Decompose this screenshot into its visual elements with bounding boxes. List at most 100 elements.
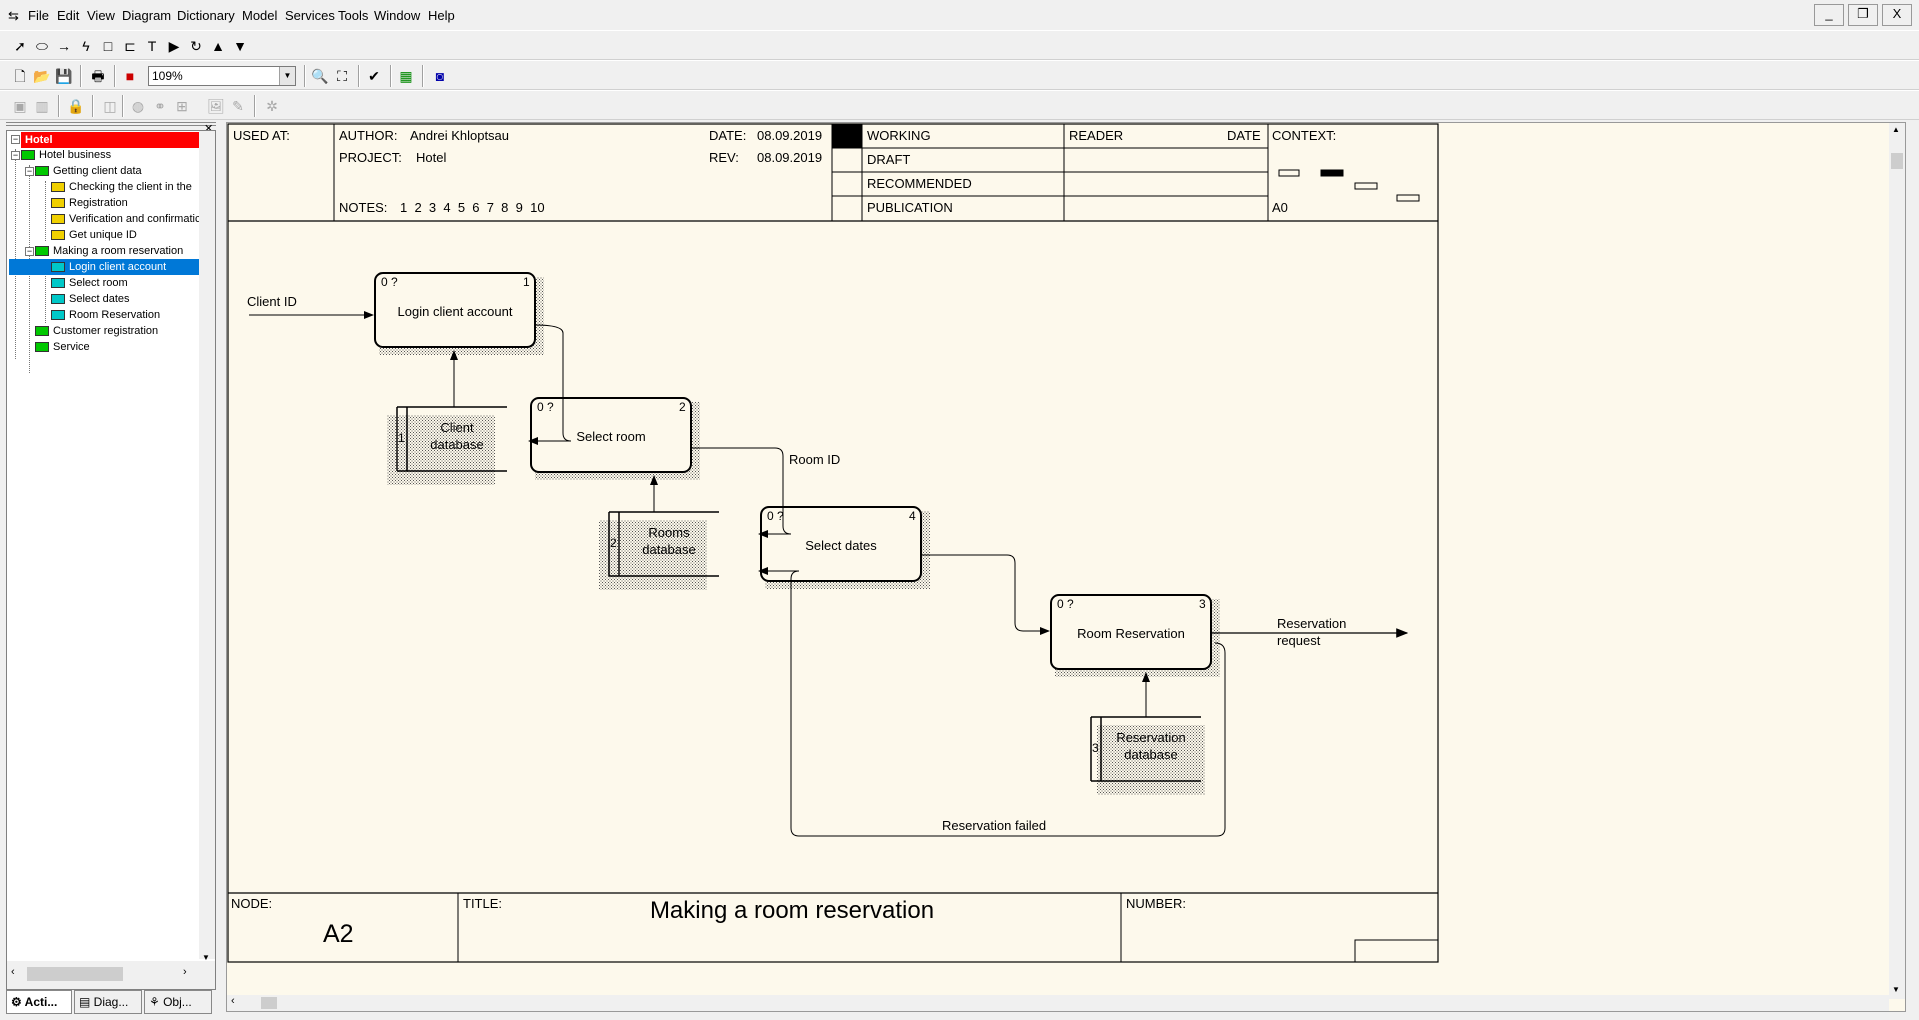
arrow-label-reservation-request-1[interactable]: Reservation	[1277, 616, 1347, 631]
report-icon[interactable]: ◫	[103, 98, 117, 114]
tree-item[interactable]: Select dates	[51, 291, 130, 307]
menu-help[interactable]: Help	[428, 8, 455, 23]
text-tool-icon[interactable]: T	[147, 38, 157, 54]
tree-item-selected[interactable]: Login client account	[9, 259, 203, 275]
store-line2-rooms[interactable]: database	[642, 542, 696, 557]
store-line1-reservation[interactable]: Reservation	[1116, 730, 1186, 745]
arrow-label-reservation-request-2[interactable]: request	[1277, 633, 1321, 648]
canvas-vscroll[interactable]: ▲ ▼	[1889, 123, 1905, 999]
new-icon[interactable]: 🗋	[14, 68, 26, 84]
save-icon[interactable]: 💾	[55, 68, 73, 84]
box-tool-icon[interactable]: □	[103, 38, 113, 54]
scroll-down-icon[interactable]: ▼	[202, 953, 210, 962]
toolbar-separator	[304, 65, 306, 87]
box-title-select-dates[interactable]: Select dates	[805, 538, 877, 553]
model-icon[interactable]: ▣	[13, 98, 27, 114]
scroll-right-icon[interactable]: ›	[183, 966, 187, 978]
menu-tools[interactable]: Tools	[338, 8, 369, 23]
image-icon[interactable]: 🖼	[207, 98, 225, 114]
scroll-down-icon[interactable]: ▼	[1892, 985, 1900, 994]
color-icon[interactable]: ■	[125, 68, 135, 84]
collapse-icon[interactable]: −	[11, 150, 20, 160]
scroll-left-icon[interactable]: ‹	[11, 966, 15, 978]
store-line1-rooms[interactable]: Rooms	[648, 525, 690, 540]
tree-item[interactable]: Verification and confirmatic	[51, 211, 200, 227]
model-explorer-icon[interactable]: ▦	[399, 68, 413, 84]
box-title-room-reservation[interactable]: Room Reservation	[1077, 626, 1185, 641]
menu-window[interactable]: Window	[374, 8, 421, 23]
data-store-tool-icon[interactable]: ⊏	[124, 38, 136, 54]
store-line1-client[interactable]: Client	[440, 420, 474, 435]
menu-edit[interactable]: Edit	[57, 8, 80, 23]
diagram-canvas[interactable]: USED AT: AUTHOR: Andrei Khloptsau PROJEC…	[226, 122, 1906, 1012]
tree-item[interactable]: Select room	[51, 275, 128, 291]
explorer-grip[interactable]	[6, 122, 216, 126]
box-title-login[interactable]: Login client account	[397, 304, 513, 319]
tree-item[interactable]: Service	[35, 339, 90, 355]
tree-item[interactable]: Hotel business	[21, 147, 111, 163]
collapse-icon[interactable]: −	[25, 166, 34, 176]
collapse-icon[interactable]: −	[11, 134, 20, 144]
grid-icon[interactable]: ⊞	[176, 98, 188, 114]
navigator-icon[interactable]: ◙	[435, 68, 445, 84]
play-icon[interactable]: ▶	[168, 38, 180, 54]
bug-icon[interactable]: ✲	[266, 98, 278, 114]
tree-item[interactable]: Get unique ID	[51, 227, 137, 243]
arrow-label-reservation-failed[interactable]: Reservation failed	[942, 818, 1047, 833]
zoom-fit-icon[interactable]: ⛶	[337, 68, 347, 84]
tab-objects[interactable]: ⚘ Obj...	[144, 990, 212, 1014]
zoom-icon[interactable]: 🔍	[311, 68, 329, 84]
go-up-icon[interactable]: ▲	[211, 38, 225, 54]
arrow-tool-icon[interactable]: →	[57, 38, 71, 54]
collapse-icon[interactable]: −	[25, 246, 34, 256]
menu-view[interactable]: View	[87, 8, 115, 23]
print-icon[interactable]: 🖶	[91, 68, 105, 84]
close-button[interactable]: X	[1882, 4, 1912, 26]
canvas-hscroll[interactable]: ‹	[227, 995, 1889, 1011]
menu-diagram[interactable]: Diagram	[122, 8, 172, 23]
menu-model[interactable]: Model	[242, 8, 278, 23]
hscroll-thumb[interactable]	[261, 997, 277, 1009]
store-line2-client[interactable]: database	[430, 437, 484, 452]
tree-item[interactable]: Room Reservation	[51, 307, 160, 323]
go-down-icon[interactable]: ▼	[233, 38, 247, 54]
link-icon[interactable]: ⚭	[154, 98, 166, 114]
vscroll-thumb[interactable]	[1891, 153, 1903, 169]
rotate-icon[interactable]: ↻	[190, 38, 202, 54]
menu-file[interactable]: File	[28, 8, 49, 23]
database-icon[interactable]: ▥	[35, 98, 49, 114]
chevron-down-icon[interactable]: ▼	[279, 67, 295, 85]
scroll-up-icon[interactable]: ▲	[1892, 125, 1900, 134]
tab-activities[interactable]: ⚙ Acti...	[6, 990, 72, 1014]
tree-item[interactable]: Customer registration	[35, 323, 158, 339]
menu-services[interactable]: Services	[285, 8, 335, 23]
app-icon[interactable]: ⇆	[8, 8, 19, 23]
explorer-close-icon[interactable]: ✕	[204, 123, 214, 135]
lock-icon[interactable]: 🔒	[67, 98, 85, 114]
squiggle-tool-icon[interactable]: ϟ	[82, 38, 90, 54]
pointer-tool-icon[interactable]: ➚	[14, 38, 26, 54]
explorer-hscroll[interactable]: ‹ ›	[7, 961, 215, 989]
ellipse-tool-icon[interactable]: ⬭	[36, 38, 48, 54]
arrow-label-client-id[interactable]: Client ID	[247, 294, 297, 309]
box-title-select-room[interactable]: Select room	[576, 429, 646, 444]
sim-icon[interactable]: ◍	[131, 98, 145, 114]
scroll-left-icon[interactable]: ‹	[231, 995, 235, 1007]
menu-dictionary[interactable]: Dictionary	[177, 8, 235, 23]
hscroll-thumb[interactable]	[27, 967, 123, 981]
tab-diagrams[interactable]: ▤ Diag...	[74, 990, 142, 1014]
spellcheck-icon[interactable]: ✔	[368, 68, 380, 84]
explorer-vscroll[interactable]: ▼	[199, 131, 215, 962]
open-icon[interactable]: 📂	[33, 68, 51, 84]
tree-item[interactable]: Getting client data	[35, 163, 142, 179]
store-line2-reservation[interactable]: database	[1124, 747, 1178, 762]
restore-button[interactable]: ❐	[1848, 4, 1878, 26]
zoom-select[interactable]: 109% ▼	[148, 66, 296, 86]
tree-item[interactable]: Registration	[51, 195, 128, 211]
tree-item[interactable]: Making a room reservation	[35, 243, 183, 259]
arrow-label-room-id[interactable]: Room ID	[789, 452, 841, 467]
tree-item[interactable]: Checking the client in the	[51, 179, 192, 195]
tool-icon[interactable]: ✎	[232, 98, 244, 114]
minimize-button[interactable]: _	[1814, 4, 1844, 26]
tree-root[interactable]: Hotel	[21, 132, 201, 148]
